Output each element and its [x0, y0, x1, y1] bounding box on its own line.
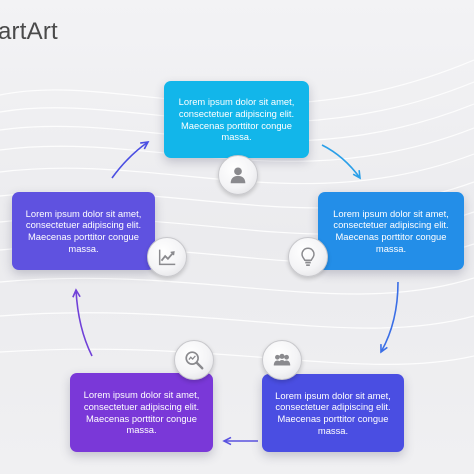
arrow-5-to-1: [111, 141, 149, 179]
step-card-3: Lorem ipsum dolor sit amet, consectetuer…: [262, 374, 404, 452]
line-chart-icon: [147, 237, 187, 277]
step-card-1: Lorem ipsum dolor sit amet, consectetuer…: [164, 81, 309, 158]
magnifier-chart-icon: [174, 340, 214, 380]
step-text-1: Lorem ipsum dolor sit amet, consectetuer…: [178, 96, 295, 143]
step-text-4: Lorem ipsum dolor sit amet, consectetuer…: [83, 389, 200, 436]
arrow-2-to-3: [380, 281, 399, 353]
step-card-4: Lorem ipsum dolor sit amet, consectetuer…: [70, 373, 213, 452]
arrow-4-to-5: [75, 289, 93, 357]
step-text-3: Lorem ipsum dolor sit amet, consectetuer…: [275, 389, 391, 436]
arrow-4-to-5-head: [72, 288, 81, 298]
team-icon: [262, 340, 302, 380]
arrow-3-to-4-head: [222, 436, 232, 446]
user-icon: [218, 155, 258, 195]
step-text-5: Lorem ipsum dolor sit amet, consectetuer…: [25, 207, 142, 254]
step-text-2: Lorem ipsum dolor sit amet, consectetuer…: [333, 207, 449, 254]
lightbulb-icon: [288, 237, 328, 277]
arrow-1-to-2: [321, 144, 361, 179]
step-card-5: Lorem ipsum dolor sit amet, consectetuer…: [12, 192, 155, 270]
arrow-2-to-3-head: [380, 344, 388, 354]
arrow-1-to-2-head: [352, 170, 361, 180]
arrow-5-to-1-head: [140, 141, 150, 150]
step-card-2: Lorem ipsum dolor sit amet, consectetuer…: [318, 192, 464, 270]
page-title: artArt: [0, 18, 58, 45]
cycle-arrows: [72, 141, 399, 446]
